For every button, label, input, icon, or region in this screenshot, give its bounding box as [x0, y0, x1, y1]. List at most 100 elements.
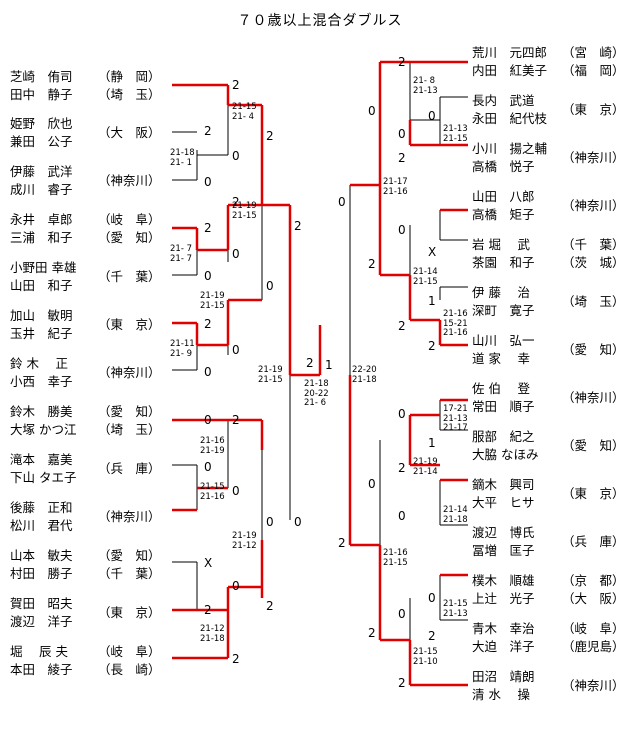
set-score: 21-15 21-13 [443, 599, 468, 619]
score: 0 [232, 149, 240, 163]
score: 2 [266, 129, 274, 143]
player-name: 田沼 靖朗 [472, 669, 535, 684]
score: 0 [294, 515, 302, 529]
score: 2 [294, 219, 302, 233]
prefecture: （大 阪） [562, 591, 625, 606]
prefecture: （埼 玉） [98, 422, 161, 437]
player-name: 荒川 元四郎 [472, 45, 548, 60]
set-score: 21-18 20-22 21- 6 [304, 379, 329, 408]
player-name: 山本 敏夫 [10, 548, 73, 563]
score: 2 [398, 461, 406, 475]
score: 0 [398, 407, 406, 421]
score: 2 [204, 221, 212, 235]
player-name: 清 水 操 [472, 687, 530, 702]
player-name: 冨増 匡子 [472, 543, 535, 558]
score: 2 [232, 652, 240, 666]
player-name: 渡辺 洋子 [10, 614, 73, 629]
player-name: 成川 睿子 [10, 182, 73, 197]
prefecture: （愛 知） [98, 230, 161, 245]
player-name: 高橋 悦子 [472, 159, 535, 174]
prefecture: （岐 阜） [98, 212, 161, 227]
set-score: 21-19 21-14 [413, 457, 438, 477]
prefecture: （岐 阜） [98, 644, 161, 659]
set-score: 21-19 21-15 [258, 365, 283, 385]
score: 0 [398, 509, 406, 523]
score: 2 [398, 55, 406, 69]
player-name: 岩 堀 武 [472, 237, 530, 252]
prefecture: （神奈川） [98, 509, 161, 524]
score: 0 [204, 175, 212, 189]
player-name: 大塚 かつ江 [10, 422, 77, 437]
score: 2 [232, 78, 240, 92]
prefecture: （東 京） [562, 486, 625, 501]
prefecture: （兵 庫） [562, 534, 625, 549]
score: 2 [398, 676, 406, 690]
player-name: 小野田 幸雄 [10, 260, 77, 275]
prefecture: （千 葉） [562, 237, 625, 252]
prefecture: （埼 玉） [562, 294, 625, 309]
score: 1 [428, 436, 436, 450]
score: 2 [306, 356, 314, 370]
set-score: 21-16 21-15 [383, 548, 408, 568]
set-score: 21-16 15-21 21-16 [443, 309, 468, 338]
score: 2 [428, 339, 436, 353]
prefecture: （埼 玉） [98, 87, 161, 102]
set-score: 21-15 21-10 [413, 647, 438, 667]
prefecture: （兵 庫） [98, 461, 161, 476]
score: 0 [368, 477, 376, 491]
player-name: 大迫 洋子 [472, 639, 535, 654]
prefecture: （鹿児島） [562, 639, 625, 654]
set-score: 21-11 21- 9 [170, 339, 195, 359]
page-title: ７０歳以上混合ダブルス [237, 13, 403, 29]
player-name: 鏑木 興司 [472, 477, 535, 492]
prefecture: （茨 城） [562, 255, 625, 270]
score: 0 [398, 607, 406, 621]
score: 0 [204, 365, 212, 379]
player-name: 山田 和子 [10, 278, 73, 293]
score: 2 [368, 257, 376, 271]
player-name: 伊 藤 治 [472, 285, 530, 300]
player-name: 服部 紀之 [472, 429, 535, 444]
player-name: 後藤 正和 [10, 500, 73, 515]
prefecture: （神奈川） [562, 678, 625, 693]
player-name: 加山 敏明 [10, 308, 73, 323]
score: 0 [204, 413, 212, 427]
player-name: 内田 紅美子 [472, 63, 548, 78]
player-name: 伊藤 武洋 [10, 164, 73, 179]
score: 0 [398, 223, 406, 237]
prefecture: （神奈川） [98, 365, 161, 380]
player-name: 滝本 嘉美 [10, 452, 73, 467]
player-name: 鈴 木 正 [10, 356, 68, 371]
player-name: 深町 寛子 [472, 303, 535, 318]
player-name: 高橋 矩子 [472, 207, 535, 222]
player-name: 賀田 昭夫 [10, 596, 73, 611]
player-name: 佐 伯 登 [472, 381, 530, 396]
player-name: 山川 弘一 [472, 333, 535, 348]
player-name: 田中 静子 [10, 87, 73, 102]
player-name: 道 家 幸 [472, 351, 530, 366]
prefecture: （愛 知） [562, 342, 625, 357]
player-name: 渡辺 博氏 [472, 525, 535, 540]
score: 2 [204, 317, 212, 331]
score: 0 [232, 484, 240, 498]
score: 2 [368, 626, 376, 640]
prefecture: （長 崎） [98, 662, 161, 677]
score: 2 [398, 151, 406, 165]
player-name: 長内 武道 [472, 93, 535, 108]
score: 0 [204, 460, 212, 474]
score: X [428, 245, 437, 259]
set-score: 21-14 21-18 [443, 505, 468, 525]
prefecture: （東 京） [562, 102, 625, 117]
set-score: 21-15 21-16 [200, 482, 225, 502]
player-name: 三浦 和子 [10, 230, 73, 245]
player-name: 本田 綾子 [10, 662, 73, 677]
player-name: 下山 タエ子 [10, 470, 77, 485]
player-name: 村田 勝子 [10, 566, 73, 581]
set-score: 21-16 21-19 [200, 436, 225, 456]
set-score: 22-20 21-18 [352, 365, 377, 385]
score: 0 [232, 343, 240, 357]
player-name: 山田 八郎 [472, 189, 535, 204]
score: 2 [204, 124, 212, 138]
set-score: 21-18 21- 1 [170, 148, 195, 168]
